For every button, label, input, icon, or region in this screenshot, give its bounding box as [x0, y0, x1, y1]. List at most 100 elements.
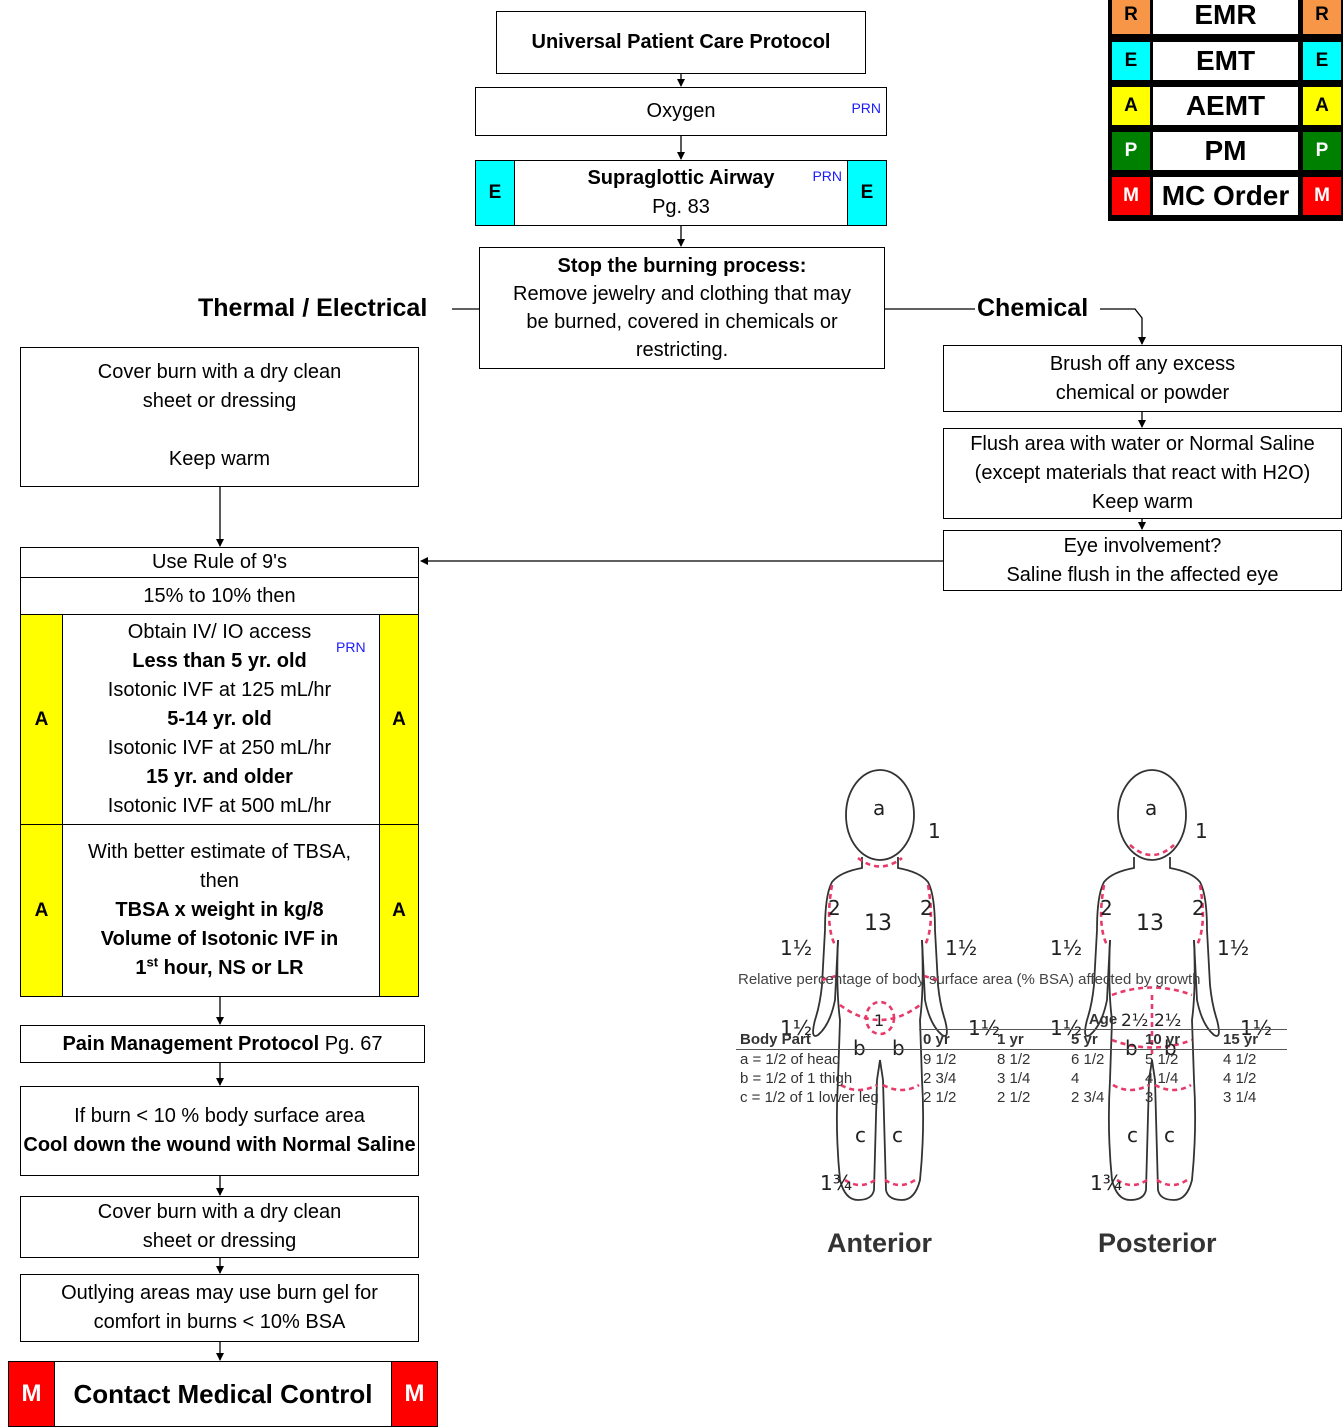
oxygen-prn: PRN: [851, 100, 881, 116]
emt-badge-right: E: [847, 160, 887, 226]
age15-label: 15 yr. and older: [146, 766, 293, 788]
cool-down-text: Cool down the wound with Normal Saline: [23, 1134, 416, 1156]
legend-row-aemt: A AEMT A: [1108, 87, 1343, 131]
cover-burn-text-1: Cover burn with a dry clean sheet or dre…: [97, 361, 342, 412]
legend-label: EMT: [1153, 42, 1298, 80]
anterior-caption: Anterior: [827, 1228, 933, 1258]
keep-warm-text: Keep warm: [168, 448, 271, 470]
cover-burn-box-1: Cover burn with a dry clean sheet or dre…: [20, 347, 419, 487]
age-col-header: 10 yr: [1145, 1031, 1181, 1048]
supraglottic-prn: PRN: [812, 168, 842, 184]
contact-medical-control-text: Contact Medical Control: [73, 1378, 373, 1409]
rule-of-nines-box: Use Rule of 9's: [20, 547, 419, 578]
anterior-label-c-left: c: [855, 1123, 866, 1147]
legend-letter-right: A: [1303, 87, 1341, 125]
age5-14-rate: Isotonic IVF at 250 mL/hr: [107, 737, 332, 759]
aemt-badge-tbsa-right: A: [379, 824, 419, 997]
iv-access-prn: PRN: [336, 639, 366, 655]
anterior-label-genital: 1: [874, 1011, 884, 1030]
legend-label: MC Order: [1153, 177, 1298, 215]
legend-letter-left: P: [1112, 132, 1150, 170]
body-part-header: Body Part: [740, 1030, 811, 1048]
legend-letter-left: M: [1112, 177, 1150, 215]
tbsa-box: With better estimate of TBSA, then TBSA …: [20, 824, 419, 997]
cover-burn-text-2: Cover burn with a dry clean sheet or dre…: [97, 1201, 342, 1252]
posterior-label-b-left: b: [1125, 1036, 1138, 1060]
legend-row-emr: R EMR R: [1108, 0, 1343, 40]
better-estimate-text: With better estimate of TBSA, then: [87, 841, 352, 892]
age-col-header: 1 yr: [997, 1031, 1024, 1048]
posterior-label-2-left: 2: [1100, 896, 1113, 920]
bsa-age-table: Age Body Part 0 yr 1 yr 5 yr 10 yr 15 yr…: [736, 1010, 1287, 1107]
age-header: Age: [919, 1010, 1287, 1030]
outlying-areas-text: Outlying areas may use burn gel for comf…: [61, 1282, 378, 1333]
anterior-label-foot: 1¾: [820, 1171, 852, 1195]
flush-area-box: Flush area with water or Normal Saline (…: [943, 428, 1342, 519]
outlying-areas-box: Outlying areas may use burn gel for comf…: [20, 1274, 419, 1342]
universal-protocol-text: Universal Patient Care Protocol: [531, 31, 831, 53]
lt5-rate: Isotonic IVF at 125 mL/hr: [107, 679, 332, 701]
oxygen-box: Oxygen PRN: [475, 87, 887, 136]
posterior-caption: Posterior: [1098, 1228, 1217, 1258]
anterior-label-c-right: c: [892, 1123, 903, 1147]
cover-burn-box-2: Cover burn with a dry clean sheet or dre…: [20, 1196, 419, 1258]
legend-row-emt: E EMT E: [1108, 42, 1343, 86]
anterior-figure: [812, 769, 948, 1201]
supraglottic-page: Pg. 83: [652, 196, 710, 218]
age15-rate: Isotonic IVF at 500 mL/hr: [107, 795, 332, 817]
age-col-header: 5 yr: [1071, 1031, 1098, 1048]
legend-label: PM: [1153, 132, 1298, 170]
legend-label: EMR: [1153, 0, 1298, 34]
eye-involvement-box: Eye involvement? Saline flush in the aff…: [943, 530, 1342, 591]
age-col-header: 15 yr: [1223, 1031, 1259, 1048]
anterior-label-b-right: b: [892, 1036, 905, 1060]
anterior-label-13: 13: [864, 911, 892, 936]
oxygen-text: Oxygen: [646, 100, 716, 122]
legend-letter-left: E: [1112, 42, 1150, 80]
legend-label: AEMT: [1153, 87, 1298, 125]
brush-off-text: Brush off any excess chemical or powder: [1049, 352, 1236, 404]
table-row: c = 1/2 of 1 lower leg 2 1/2 2 1/2 2 3/4…: [740, 1089, 1257, 1106]
posterior-label-arm-right: 1½: [1217, 936, 1249, 960]
stop-burning-title: Stop the burning process:: [557, 255, 807, 277]
legend-letter-left: A: [1112, 87, 1150, 125]
anterior-label-2-left: 2: [828, 896, 841, 920]
thermal-electrical-label: Thermal / Electrical: [198, 294, 428, 322]
legend-letter-right: M: [1303, 177, 1341, 215]
pain-management-text: Pain Management Protocol Pg. 67: [62, 1032, 383, 1055]
posterior-label-arm-left: 1½: [1050, 936, 1082, 960]
age5-14-label: 5-14 yr. old: [167, 708, 272, 730]
eye-involvement-question: Eye involvement?: [1063, 534, 1222, 557]
anterior-label-2-right: 2: [920, 896, 933, 920]
posterior-label-c-left: c: [1127, 1123, 1138, 1147]
stop-burning-box: Stop the burning process: Remove jewelry…: [479, 247, 885, 369]
legend-row-pm: P PM P: [1108, 132, 1343, 176]
volume-line: Volume of Isotonic IVF in: [100, 928, 339, 950]
legend-letter-right: P: [1303, 132, 1341, 170]
bsa-caption: Relative percentage of body surface area…: [738, 971, 1201, 988]
anterior-label-arm-right: 1½: [945, 936, 977, 960]
anterior-label-arm-left: 1½: [780, 936, 812, 960]
anterior-label-hand-left: 1½: [780, 1016, 812, 1040]
lt5-label: Less than 5 yr. old: [132, 650, 307, 672]
universal-protocol-box: Universal Patient Care Protocol: [496, 11, 866, 74]
legend-letter-right: E: [1303, 42, 1341, 80]
percent-range-text: 15% to 10% then: [143, 584, 296, 607]
percent-range-box: 15% to 10% then: [20, 577, 419, 615]
table-row: b = 1/2 of 1 thigh 2 3/4 3 1/4 4 4 1/4 4…: [740, 1070, 1257, 1087]
brush-off-box: Brush off any excess chemical or powder: [943, 345, 1342, 412]
supraglottic-title: Supraglottic Airway: [587, 167, 775, 189]
age-col-header: 0 yr: [923, 1031, 950, 1048]
posterior-label-c-right: c: [1164, 1123, 1175, 1147]
posterior-figure: [1084, 769, 1220, 1201]
first-hour-line: 1st hour, NS or LR: [135, 954, 304, 979]
posterior-label-13: 13: [1136, 911, 1164, 936]
if-burn-text: If burn < 10 % body surface area: [74, 1105, 365, 1127]
posterior-label-a: a: [1145, 796, 1157, 820]
chemical-label: Chemical: [977, 294, 1089, 322]
anterior-label-a: a: [873, 796, 885, 820]
emt-badge-left: E: [475, 160, 515, 226]
anterior-label-1: 1: [928, 819, 941, 843]
posterior-label-1: 1: [1195, 819, 1208, 843]
